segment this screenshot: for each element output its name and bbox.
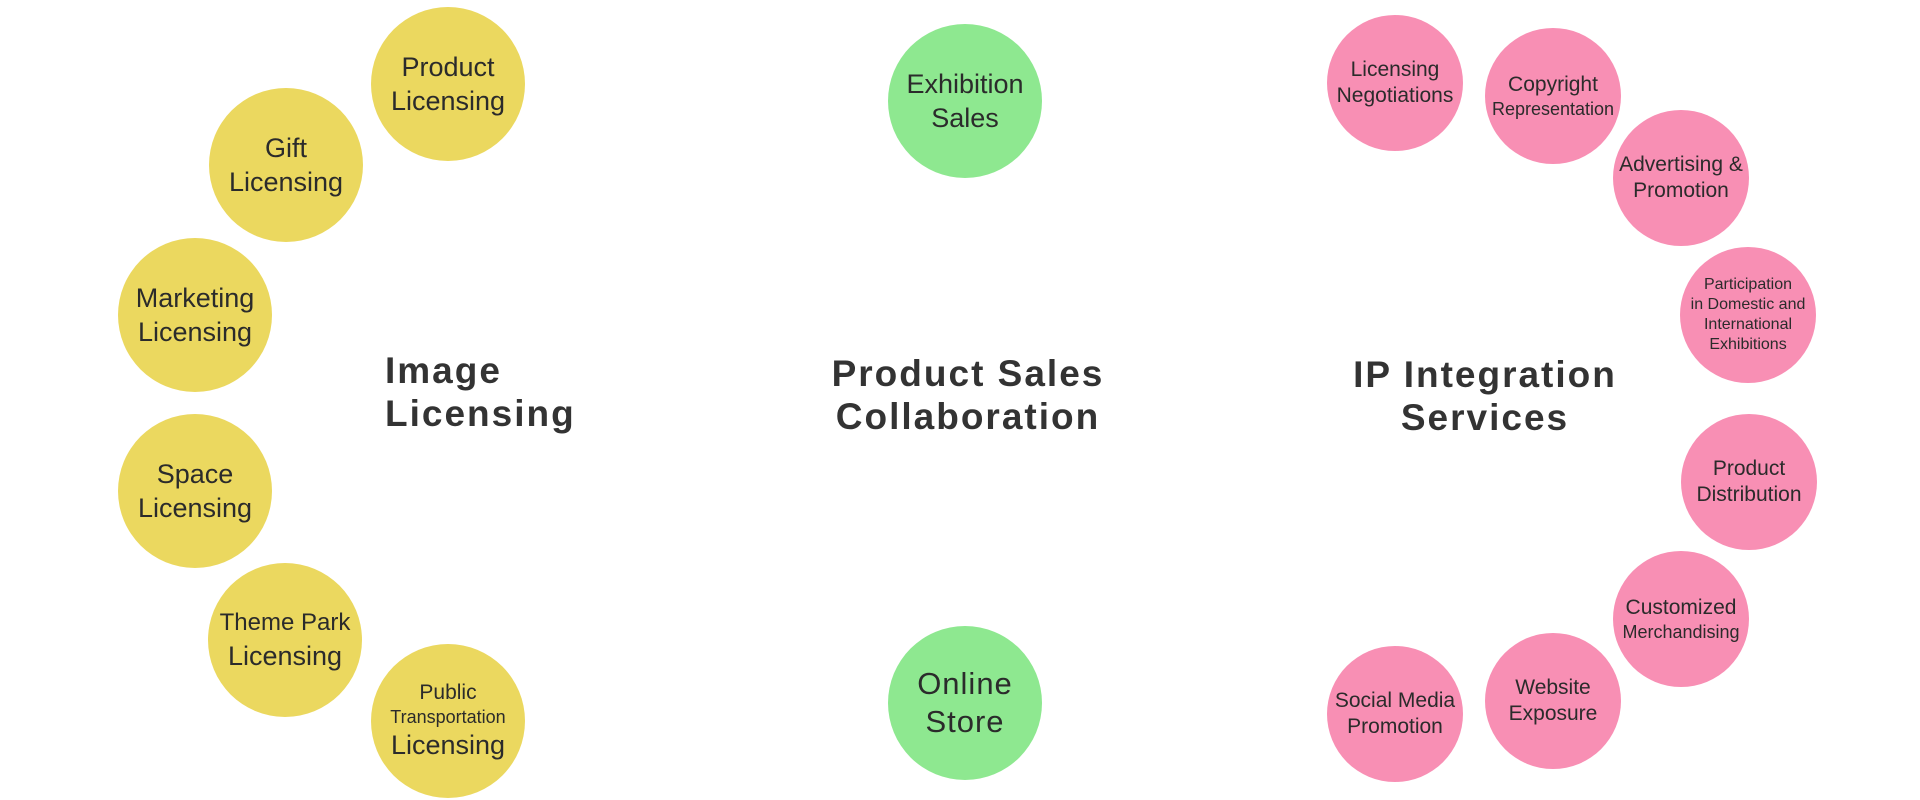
bubble-label-line: Theme Park xyxy=(219,609,351,636)
marketing-licensing-bubble: Marketing Licensing xyxy=(118,238,272,392)
bubble-label-line: Licensing xyxy=(390,730,506,760)
bubble-label-line: Website xyxy=(1515,676,1591,699)
bubble-label-line: Gift xyxy=(264,133,307,163)
public-transportation-licensing-bubble: Public Transportation Licensing xyxy=(371,644,525,798)
bubble-label-line: Licensing xyxy=(137,493,253,523)
bubble-label-line: Space xyxy=(156,459,234,489)
product-sales-collaboration-title: Product Sales Collaboration xyxy=(818,352,1118,438)
bubble-label-line: Distribution xyxy=(1696,483,1802,506)
bubble-label-line: Exhibitions xyxy=(1709,336,1787,353)
online-store-bubble: Online Store xyxy=(888,626,1042,780)
bubble-label-line: Exhibition xyxy=(906,69,1024,99)
bubble-label-line: Licensing xyxy=(1350,58,1440,81)
bubble-label-line: Negotiations xyxy=(1336,84,1454,107)
customized-merchandising-bubble: Customized Merchandising xyxy=(1613,551,1749,687)
title-line: Product Sales xyxy=(831,353,1105,394)
bubble-label-line: Exposure xyxy=(1508,702,1598,725)
social-media-promotion-bubble: Social Media Promotion xyxy=(1327,646,1463,782)
exhibitions-participation-bubble: Participation in Domestic and Internatio… xyxy=(1680,247,1816,383)
title-line: Image xyxy=(385,350,502,391)
bubble-label-line: Licensing xyxy=(137,317,253,347)
product-distribution-bubble: Product Distribution xyxy=(1681,414,1817,550)
title-line: Licensing xyxy=(385,393,576,434)
bubble-label-line: Store xyxy=(925,704,1005,739)
bubble-label-line: Participation xyxy=(1703,276,1793,293)
bubble-label-line: Merchandising xyxy=(1622,622,1740,642)
bubble-label-line: Sales xyxy=(931,103,999,133)
bubble-label-line: Product xyxy=(1712,457,1786,480)
bubble-label-line: Licensing xyxy=(390,86,506,116)
image-licensing-title: Image Licensing xyxy=(385,349,576,435)
copyright-representation-bubble: Copyright Representation xyxy=(1485,28,1621,164)
bubble-label-line: Transportation xyxy=(390,707,506,727)
bubble-label-line: Advertising & xyxy=(1619,153,1743,176)
exhibition-sales-bubble: Exhibition Sales xyxy=(888,24,1042,178)
licensing-negotiations-bubble: Licensing Negotiations xyxy=(1327,15,1463,151)
bubble-label-line: Social Media xyxy=(1334,689,1456,712)
title-line: IP Integration xyxy=(1353,354,1617,395)
bubble-label-line: Representation xyxy=(1491,99,1615,119)
bubble-label-line: Public xyxy=(419,681,477,704)
space-licensing-bubble: Space Licensing xyxy=(118,414,272,568)
advertising-promotion-bubble: Advertising & Promotion xyxy=(1613,110,1749,246)
gift-licensing-bubble: Gift Licensing xyxy=(209,88,363,242)
bubble-label-line: Online xyxy=(917,666,1013,701)
bubble-label-line: Promotion xyxy=(1347,715,1443,738)
bubble-label-line: International xyxy=(1703,316,1793,333)
ip-integration-services-title: IP Integration Services xyxy=(1330,353,1640,439)
bubble-label-line: Copyright xyxy=(1508,73,1598,96)
bubble-label-line: in Domestic and xyxy=(1690,296,1806,313)
bubble-label-line: Marketing xyxy=(135,283,255,313)
theme-park-licensing-bubble: Theme Park Licensing xyxy=(208,563,362,717)
bubble-label-line: Licensing xyxy=(227,641,343,671)
bubble-label-line: Product xyxy=(401,52,495,82)
bubble-label-line: Promotion xyxy=(1633,179,1729,202)
website-exposure-bubble: Website Exposure xyxy=(1485,633,1621,769)
bubble-label-line: Licensing xyxy=(228,167,344,197)
product-licensing-bubble: Product Licensing xyxy=(371,7,525,161)
title-line: Services xyxy=(1400,397,1570,438)
title-line: Collaboration xyxy=(835,396,1101,437)
bubble-label-line: Customized xyxy=(1625,596,1737,619)
